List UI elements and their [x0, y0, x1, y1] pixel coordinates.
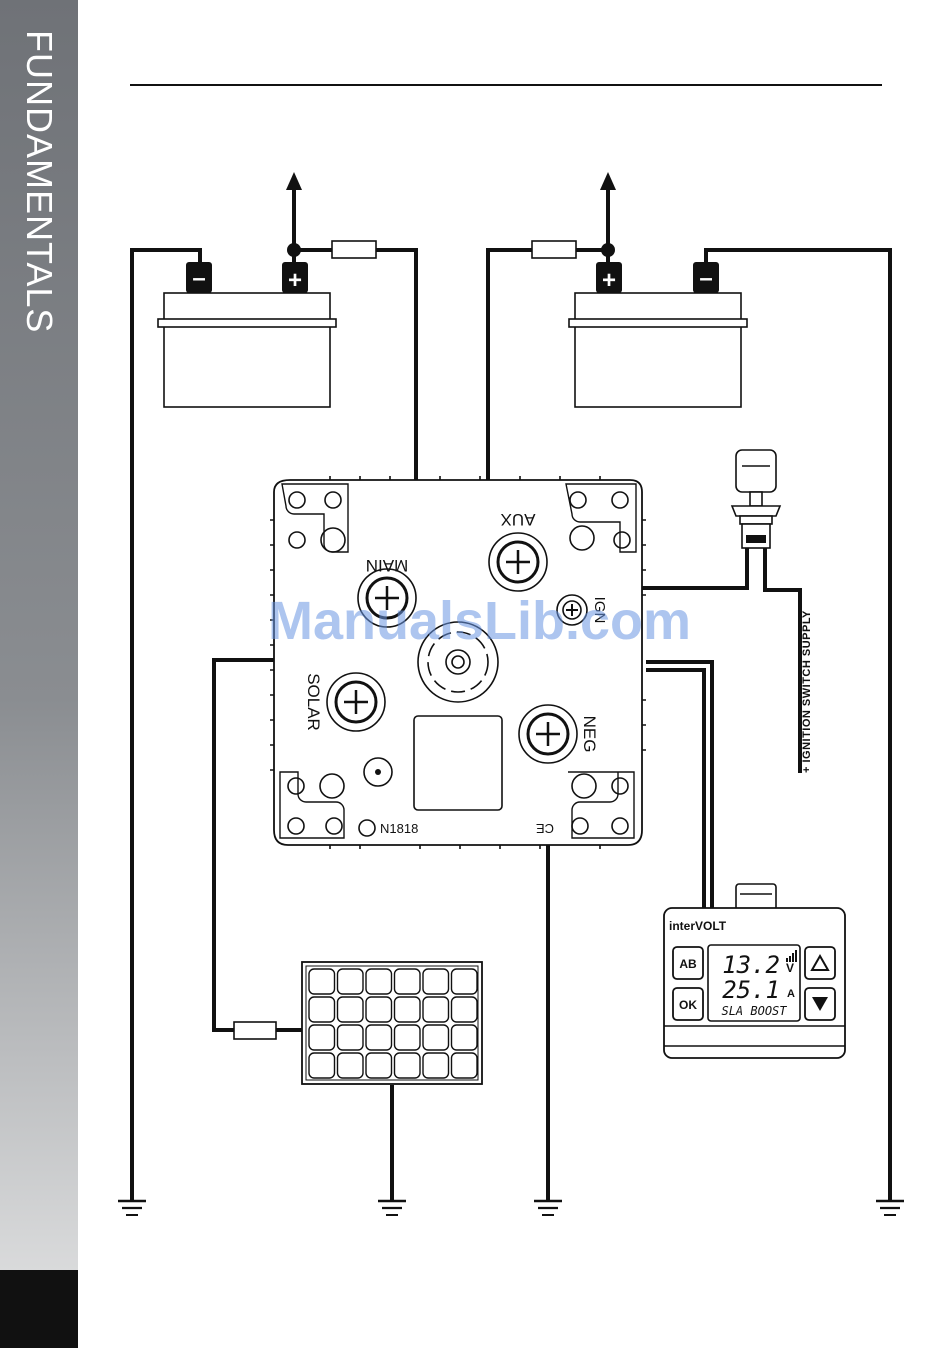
lcd-current-unit: A: [787, 988, 795, 1000]
terminal-aux: [489, 533, 547, 591]
ground-symbol: [534, 1201, 562, 1215]
solar-cell: [395, 1053, 421, 1078]
start-output-arrow: [286, 172, 302, 190]
solar-cell: [423, 1025, 449, 1050]
lcd-voltage-unit: V: [786, 961, 794, 975]
battery-monitor: interVOLT AB OK 13.2 V 25.1 A SLA BOOST: [664, 884, 845, 1058]
solar-cell: [338, 1025, 364, 1050]
aux-battery: + –: [569, 262, 747, 407]
terminal-neg: [519, 705, 577, 763]
solar-cell: [309, 1025, 335, 1050]
solar-cell: [395, 997, 421, 1022]
solar-cell: [309, 997, 335, 1022]
solar-cell: [423, 969, 449, 994]
label-main: MAIN: [366, 556, 409, 575]
fuse-main: [332, 241, 376, 258]
up-button[interactable]: [805, 947, 835, 979]
solar-panel: [302, 962, 482, 1084]
solar-cell: [395, 1025, 421, 1050]
junction-dot: [287, 243, 301, 257]
solar-cell: [338, 997, 364, 1022]
solar-cell: [309, 1053, 335, 1078]
ground-symbol: [876, 1201, 904, 1215]
watermark-text: ManualsLib.com: [268, 590, 691, 652]
solar-cell: [423, 997, 449, 1022]
ab-button-label: AB: [679, 957, 697, 971]
ok-button-label: OK: [679, 998, 697, 1012]
solar-cell: [309, 969, 335, 994]
solar-cell: [366, 1025, 392, 1050]
solar-cell: [395, 969, 421, 994]
solar-cell: [366, 969, 392, 994]
solar-cell: [366, 1053, 392, 1078]
ground-symbol: [378, 1201, 406, 1215]
ce-mark: CE: [536, 821, 554, 836]
cert-code: N1818: [380, 821, 418, 836]
start-battery-positive-sign: +: [288, 267, 302, 294]
start-battery-negative-sign: –: [192, 265, 205, 292]
start-battery: – +: [158, 262, 336, 407]
ground-symbol: [118, 1201, 146, 1215]
solar-cell: [452, 1053, 478, 1078]
junction-dot: [601, 243, 615, 257]
charger-unit: MAIN AUX IGN SOLAR NEG N1818 CE: [270, 476, 646, 849]
fuse-solar: [234, 1022, 276, 1039]
solar-cell: [452, 969, 478, 994]
solar-cell: [452, 997, 478, 1022]
fuse-aux: [532, 241, 576, 258]
label-solar: SOLAR: [304, 673, 323, 731]
lcd-voltage: 13.2: [722, 951, 780, 979]
label-neg: NEG: [580, 716, 599, 753]
aux-battery-positive-sign: +: [602, 267, 616, 294]
aux-battery-negative-sign: –: [699, 265, 712, 292]
solar-cell: [366, 997, 392, 1022]
ignition-supply-label: + IGNITION SWITCH SUPPLY: [801, 610, 813, 773]
lcd-current: 25.1: [722, 976, 780, 1004]
lcd-mode: SLA BOOST: [721, 1004, 787, 1018]
solar-cell: [338, 969, 364, 994]
ignition-key-icon: [732, 450, 780, 548]
solar-cell: [452, 1025, 478, 1050]
solar-cell: [423, 1053, 449, 1078]
ignition-supply-wire: [765, 545, 800, 773]
monitor-brand: interVOLT: [669, 919, 727, 933]
terminal-solar: [327, 673, 385, 731]
label-aux: AUX: [501, 510, 536, 529]
solar-cell: [338, 1053, 364, 1078]
aux-output-arrow: [600, 172, 616, 190]
